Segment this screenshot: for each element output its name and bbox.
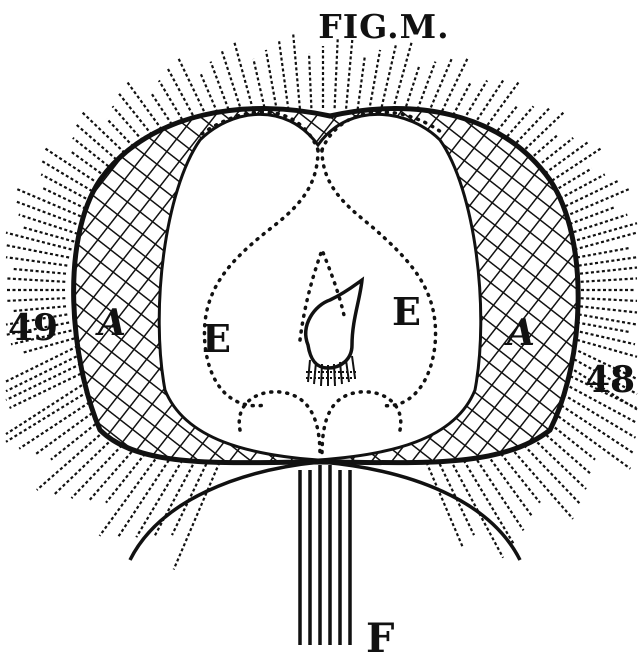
- label-a-left: A: [95, 302, 126, 344]
- label-49: 49: [8, 307, 58, 349]
- label-e-left: E: [202, 316, 231, 361]
- figure-title: FIG.M.: [318, 7, 449, 46]
- label-f: F: [366, 615, 394, 659]
- label-e-right: E: [392, 289, 421, 334]
- label-a-right: A: [504, 312, 535, 354]
- label-48: 48: [585, 359, 635, 401]
